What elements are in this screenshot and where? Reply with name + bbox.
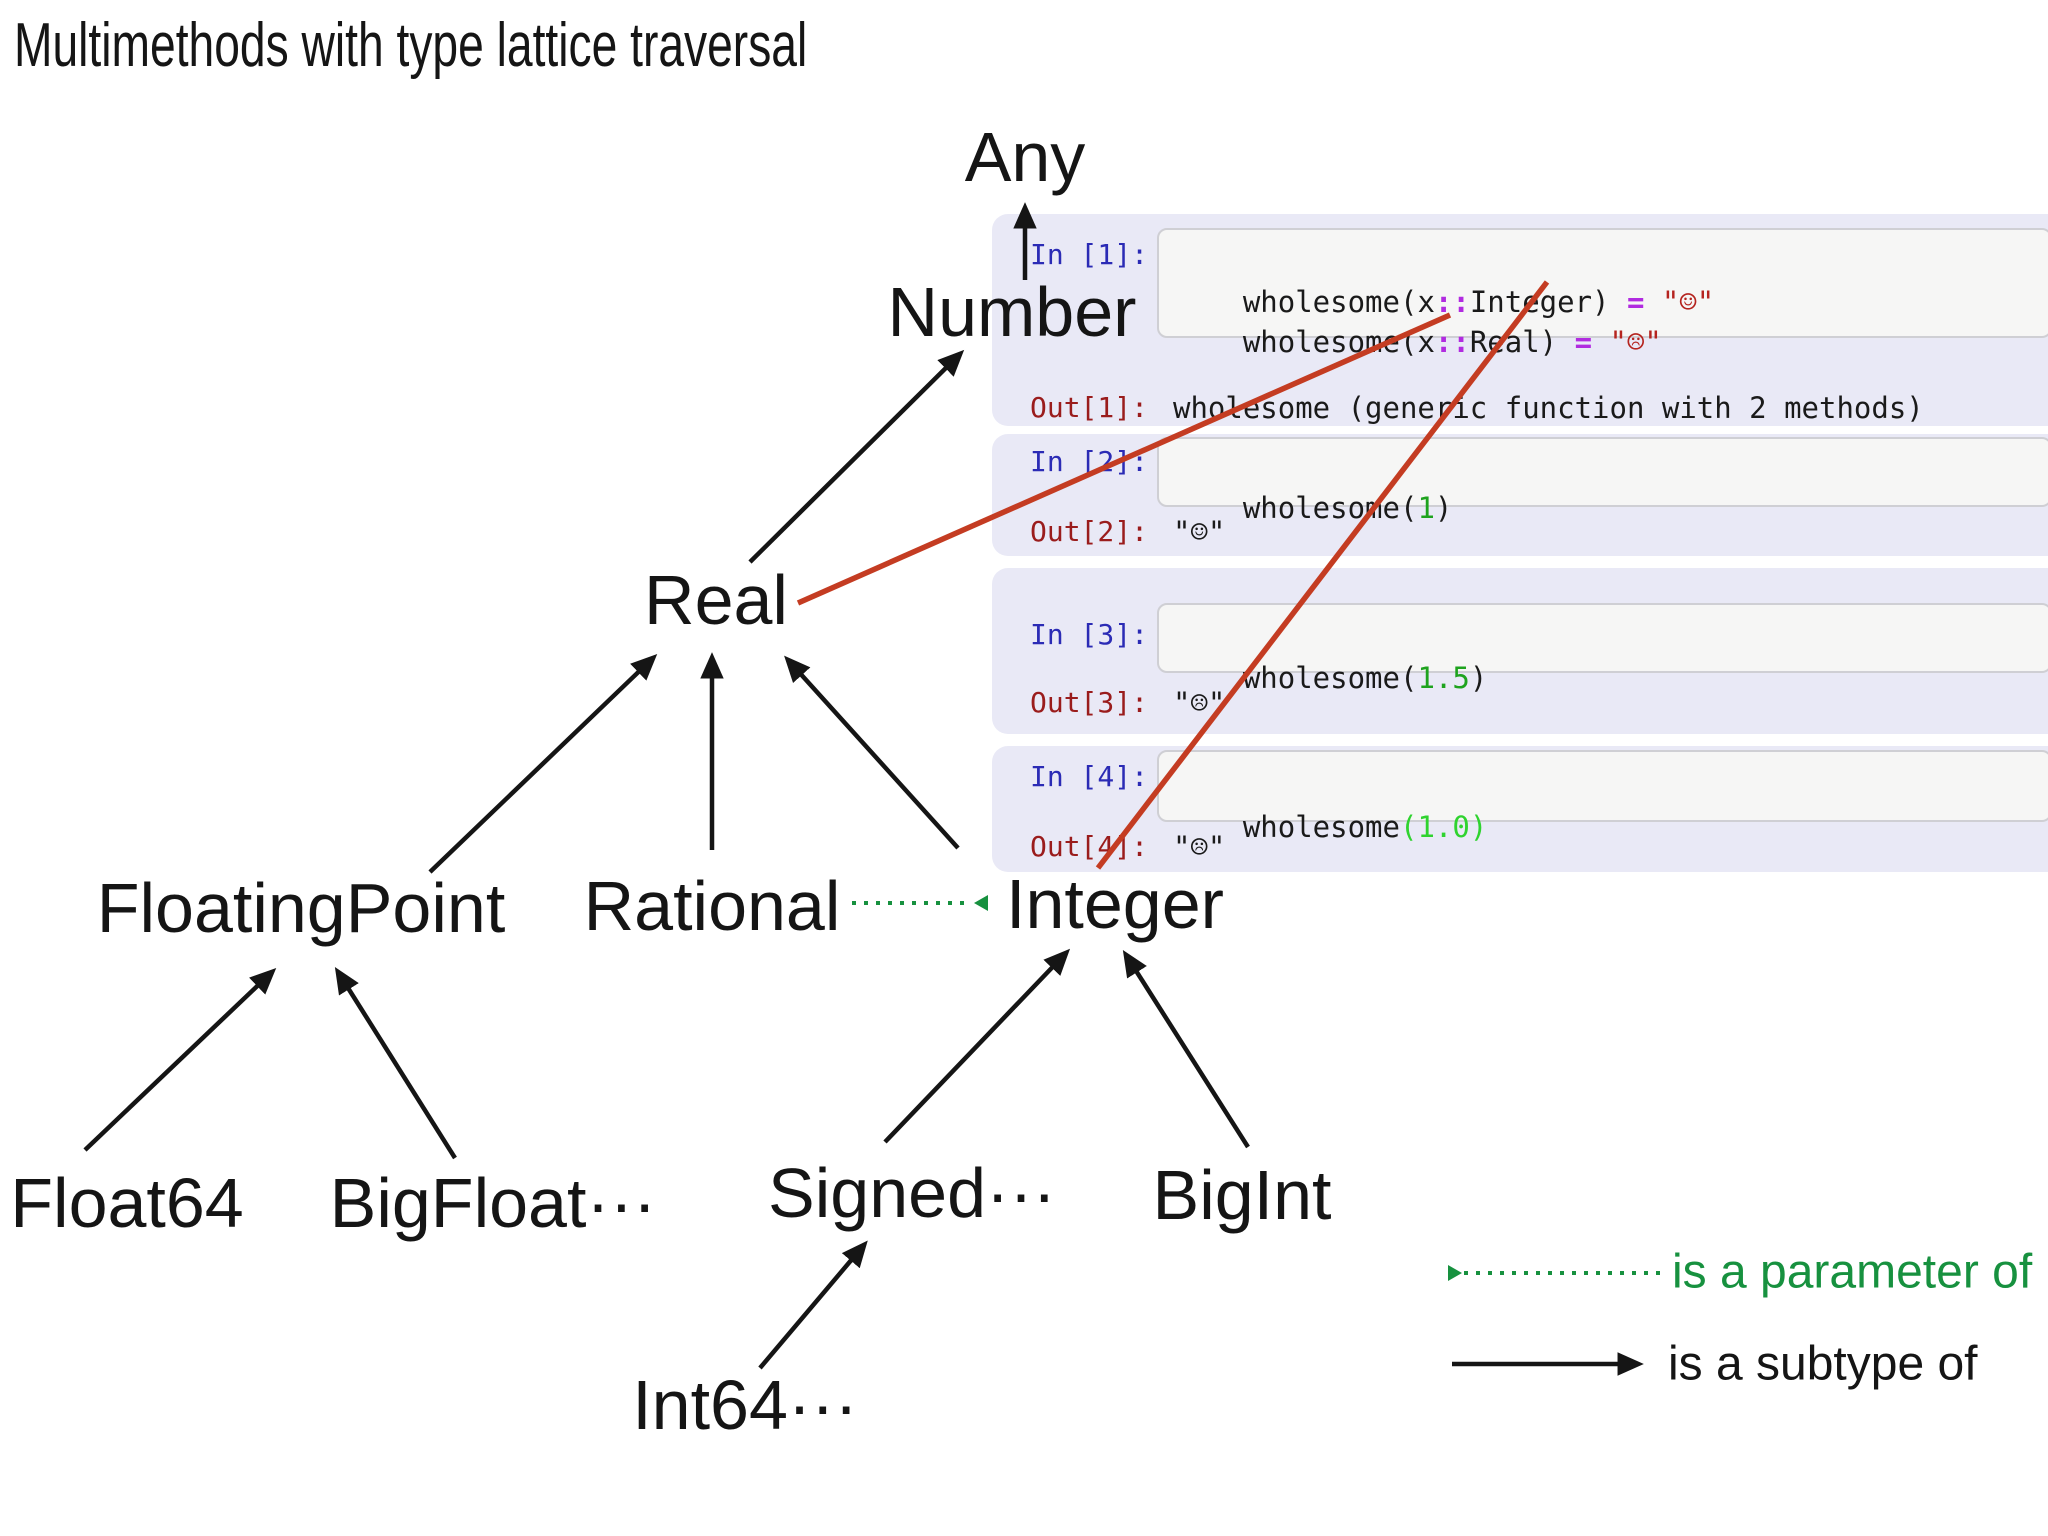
lattice-node-rational: Rational — [583, 867, 841, 945]
code-token: ) — [1434, 491, 1453, 525]
code-line-3[interactable]: wholesome(1.5) — [1173, 618, 1487, 695]
string-token: "☹" — [1609, 325, 1662, 359]
string-token: "☺" — [1661, 285, 1715, 319]
in-prompt-3: In [3]: — [1029, 618, 1148, 651]
slide-title: Multimethods with type lattice traversal — [14, 11, 808, 80]
code-token: Real) — [1469, 325, 1575, 359]
lattice-node-any: Any — [964, 118, 1086, 196]
out-value-2: "☺" — [1173, 515, 1226, 549]
subtype-arrow-real-number — [748, 349, 965, 564]
out-prompt-3: Out[3]: — [1029, 686, 1148, 719]
lattice-node-number: Number — [887, 273, 1137, 351]
out-value-4: "☹" — [1173, 830, 1226, 864]
code-line-4[interactable]: wholesome(1.0) — [1173, 767, 1487, 844]
code-token: wholesome( — [1242, 491, 1418, 525]
operator-token: = — [1574, 325, 1610, 359]
subtype-arrow-integer-real — [784, 655, 960, 850]
subtype-arrow-float64-floatingpoint — [83, 967, 277, 1152]
lattice-node-integer: Integer — [1006, 865, 1224, 943]
lattice-node-bigfloat: BigFloat··· — [329, 1164, 657, 1242]
out-value-1: wholesome (generic function with 2 metho… — [1173, 391, 1924, 425]
code-token: wholesome(x — [1242, 325, 1435, 359]
out-value-3: "☹" — [1173, 686, 1226, 720]
in-prompt-4: In [4]: — [1029, 760, 1148, 793]
number-token-active: (1.0) — [1399, 810, 1488, 844]
legend-parameter-label: is a parameter of — [1672, 1245, 2033, 1299]
code-token: wholesome — [1242, 810, 1400, 844]
parameter-edge-arrowhead-icon — [974, 895, 988, 911]
lattice-node-int64: Int64··· — [632, 1366, 858, 1444]
code-line-1b[interactable]: wholesome(x::Real) = "☹" — [1173, 282, 1662, 359]
out-prompt-2: Out[2]: — [1029, 515, 1148, 548]
in-prompt-1: In [1]: — [1029, 238, 1148, 271]
code-token: wholesome( — [1242, 661, 1418, 695]
lattice-node-bigint: BigInt — [1152, 1156, 1332, 1234]
number-token: 1.5 — [1417, 661, 1470, 695]
legend-subtype-label: is a subtype of — [1668, 1337, 1978, 1391]
lattice-node-floatingpoint: FloatingPoint — [96, 869, 506, 947]
number-token: 1 — [1417, 491, 1435, 525]
lattice-node-real: Real — [644, 561, 788, 639]
in-prompt-2: In [2]: — [1029, 445, 1148, 478]
subtype-arrow-bigfloat-floatingpoint — [334, 967, 457, 1160]
lattice-node-signed: Signed··· — [768, 1154, 1056, 1232]
operator-token: = — [1626, 285, 1662, 319]
subtype-arrow-bigint-integer — [1122, 950, 1250, 1149]
subtype-arrow-int64-signed — [758, 1240, 868, 1370]
legend-parameter-arrow-icon — [1448, 1265, 1462, 1281]
code-line-1a[interactable]: wholesome(x::Integer) = "☺" — [1173, 242, 1714, 319]
subtype-arrow-signed-integer — [883, 948, 1071, 1144]
out-prompt-4: Out[4]: — [1029, 830, 1148, 863]
out-prompt-1: Out[1]: — [1029, 391, 1148, 424]
code-token: ) — [1469, 661, 1488, 695]
operator-token: :: — [1434, 325, 1470, 359]
subtype-arrow-floatingpoint-real — [428, 653, 658, 874]
code-line-2[interactable]: wholesome(1) — [1173, 448, 1453, 525]
lattice-node-float64: Float64 — [10, 1164, 244, 1242]
